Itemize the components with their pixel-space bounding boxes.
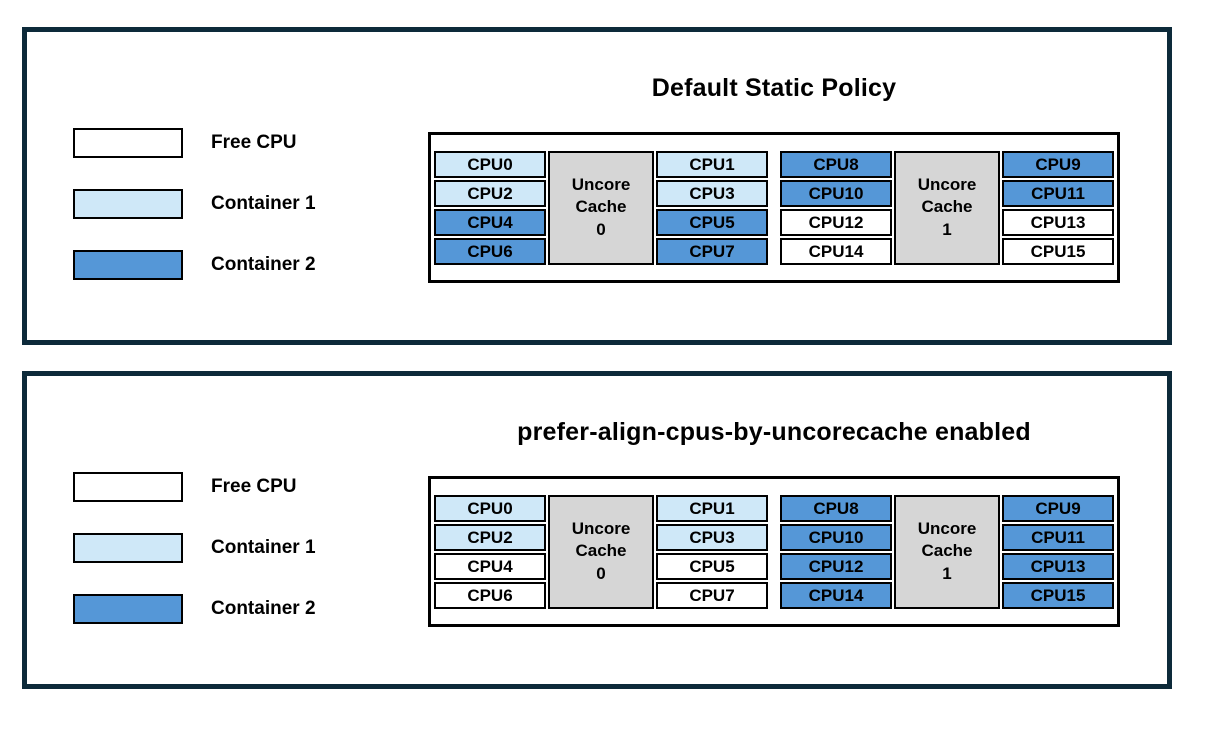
legend: Free CPU Container 1 Container 2 [73,472,316,624]
cpu12-cell: CPU12 [780,552,892,580]
cpu9-cell: CPU9 [1002,494,1114,522]
cpu11-cell: CPU11 [1002,523,1114,551]
cpu0-cell: CPU0 [434,494,546,522]
cpu2-cell: CPU2 [434,523,546,551]
uncore-group-1: CPU8 Uncore Cache 1 CPU9 CPU10 CPU11 CPU… [780,150,1114,265]
legend-swatch-container-2 [73,250,183,280]
legend-item-container-1: Container 1 [73,189,316,219]
uncore-group-1: CPU8 Uncore Cache 1 CPU9 CPU10 CPU11 CPU… [780,494,1114,609]
cpu1-cell: CPU1 [656,150,768,178]
cpu11-cell: CPU11 [1002,179,1114,207]
legend-label-container-1: Container 1 [211,193,316,214]
cpu13-cell: CPU13 [1002,208,1114,236]
legend-item-container-2: Container 2 [73,250,316,280]
legend-item-container-2: Container 2 [73,594,316,624]
cpu10-cell: CPU10 [780,523,892,551]
cpu13-cell: CPU13 [1002,552,1114,580]
legend-swatch-free-cpu [73,128,183,158]
legend-label-free-cpu: Free CPU [211,476,297,497]
cpu1-cell: CPU1 [656,494,768,522]
cpu4-cell: CPU4 [434,208,546,236]
cpu10-cell: CPU10 [780,179,892,207]
cpu12-cell: CPU12 [780,208,892,236]
legend-label-container-2: Container 2 [211,254,316,275]
uncore-group-0: CPU0 Uncore Cache 0 CPU1 CPU2 CPU3 CPU4 … [434,150,768,265]
cpu5-cell: CPU5 [656,208,768,236]
cpu4-cell: CPU4 [434,552,546,580]
panel-title: prefer-align-cpus-by-uncorecache enabled [517,418,1031,446]
cpu6-cell: CPU6 [434,237,546,265]
panel-default-static-policy: Default Static Policy Free CPU Container… [22,27,1172,345]
uncore-cache-0: Uncore Cache 0 [548,150,654,265]
legend-item-container-1: Container 1 [73,533,316,563]
cpu15-cell: CPU15 [1002,581,1114,609]
cpu0-cell: CPU0 [434,150,546,178]
legend: Free CPU Container 1 Container 2 [73,128,316,280]
cpu3-cell: CPU3 [656,179,768,207]
cpu15-cell: CPU15 [1002,237,1114,265]
cpu14-cell: CPU14 [780,237,892,265]
uncore-cache-1: Uncore Cache 1 [894,494,1000,609]
legend-swatch-container-1 [73,533,183,563]
legend-label-free-cpu: Free CPU [211,132,297,153]
legend-item-free-cpu: Free CPU [73,472,316,502]
panel-title: Default Static Policy [651,74,897,102]
cpu6-cell: CPU6 [434,581,546,609]
uncore-cache-0: Uncore Cache 0 [548,494,654,609]
legend-label-container-2: Container 2 [211,598,316,619]
legend-item-free-cpu: Free CPU [73,128,316,158]
cpu7-cell: CPU7 [656,581,768,609]
cpu3-cell: CPU3 [656,523,768,551]
cpu-topology-diagram: CPU0 Uncore Cache 0 CPU1 CPU2 CPU3 CPU4 … [428,476,1120,627]
legend-swatch-container-2 [73,594,183,624]
legend-label-container-1: Container 1 [211,537,316,558]
panel-prefer-align-uncorecache: prefer-align-cpus-by-uncorecache enabled… [22,371,1172,689]
uncore-group-0: CPU0 Uncore Cache 0 CPU1 CPU2 CPU3 CPU4 … [434,494,768,609]
cpu8-cell: CPU8 [780,150,892,178]
legend-swatch-free-cpu [73,472,183,502]
cpu14-cell: CPU14 [780,581,892,609]
cpu5-cell: CPU5 [656,552,768,580]
cpu8-cell: CPU8 [780,494,892,522]
cpu9-cell: CPU9 [1002,150,1114,178]
uncore-cache-1: Uncore Cache 1 [894,150,1000,265]
cpu-topology-diagram: CPU0 Uncore Cache 0 CPU1 CPU2 CPU3 CPU4 … [428,132,1120,283]
legend-swatch-container-1 [73,189,183,219]
cpu2-cell: CPU2 [434,179,546,207]
cpu7-cell: CPU7 [656,237,768,265]
